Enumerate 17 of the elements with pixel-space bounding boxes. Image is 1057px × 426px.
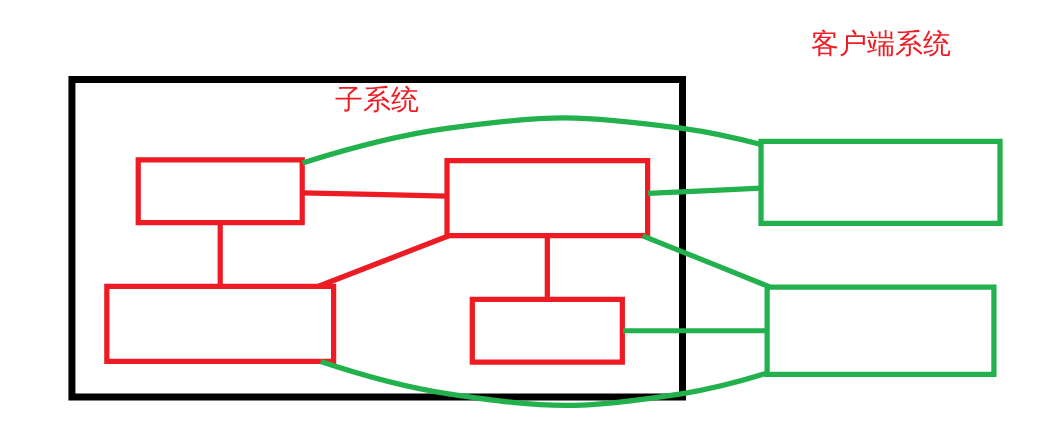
connector xyxy=(319,358,768,409)
connector xyxy=(622,328,767,334)
label: 客户端系统 xyxy=(810,27,951,61)
node-box xyxy=(757,138,1003,227)
node-box xyxy=(764,284,997,377)
connector xyxy=(641,233,771,290)
connector xyxy=(317,233,450,289)
connector xyxy=(302,190,447,199)
connector xyxy=(544,236,550,300)
node-box xyxy=(103,283,336,364)
node-box xyxy=(135,157,305,226)
connector xyxy=(217,223,223,286)
cluster: 子系统 xyxy=(67,76,686,401)
connector xyxy=(301,115,762,166)
connector xyxy=(647,185,761,197)
node-box xyxy=(443,158,650,239)
node-box xyxy=(469,296,625,365)
